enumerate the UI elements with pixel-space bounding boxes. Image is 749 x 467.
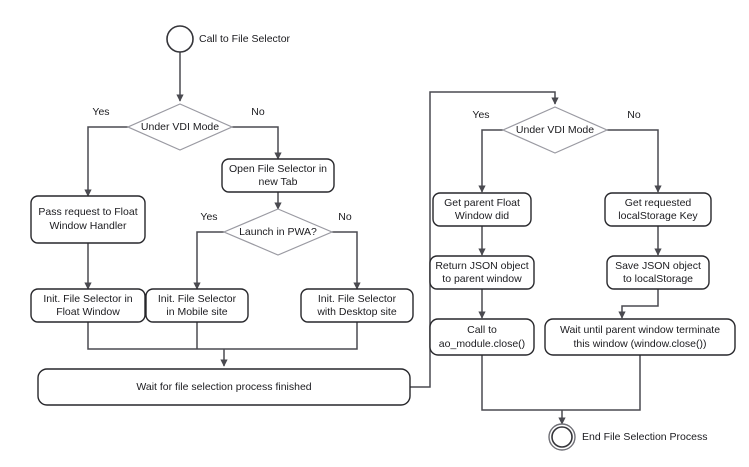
- edge-label-vdi-right-no: No: [627, 109, 641, 121]
- node-get-parent-float-label-line2: Window did: [455, 210, 509, 222]
- node-end-label: End File Selection Process: [582, 431, 707, 443]
- edge-initdesktop-to-wait: [224, 322, 358, 350]
- node-call-close[interactable]: [429, 318, 535, 356]
- node-pass-request-label-line2: Window Handler: [49, 220, 127, 232]
- node-vdi-right[interactable]: [501, 106, 609, 154]
- node-save-json-label-line2: to localStorage: [623, 273, 693, 285]
- node-init-mobile[interactable]: [145, 288, 249, 323]
- node-launch-pwa-label: Launch in PWA?: [239, 226, 317, 238]
- edge-vdi-left-yes: [84, 126, 128, 197]
- edge-callclose-to-end: [481, 355, 562, 411]
- edge-vdi-right-yes: [478, 129, 503, 193]
- node-start-label: Call to File Selector: [199, 33, 291, 45]
- node-wait-selection[interactable]: [37, 368, 411, 406]
- node-get-parent-float[interactable]: [432, 192, 532, 227]
- node-call-close-label-line1: Call to: [467, 324, 497, 336]
- node-get-localstorage-key[interactable]: [604, 192, 712, 227]
- edge-savejson-to-waitterminate: [618, 289, 659, 319]
- node-init-float-label-line1: Init. File Selector in: [43, 293, 132, 305]
- node-pass-request[interactable]: [30, 195, 146, 244]
- edge-label-pwa-no: No: [338, 211, 352, 223]
- node-launch-pwa[interactable]: [222, 208, 334, 256]
- node-return-json[interactable]: [429, 255, 535, 290]
- node-init-mobile-label-line1: Init. File Selector: [158, 293, 237, 305]
- node-pass-request-label-line1: Pass request to Float: [38, 206, 137, 218]
- node-init-desktop[interactable]: [300, 288, 414, 323]
- node-return-json-label-line2: to parent window: [442, 273, 522, 285]
- node-open-new-tab[interactable]: [221, 158, 335, 193]
- edge-vdi-right-no: [607, 129, 662, 193]
- node-wait-terminate[interactable]: [544, 318, 736, 356]
- edge-wait-to-vdi-right: [410, 91, 559, 388]
- edge-waitterminate-to-end: [562, 355, 641, 411]
- node-start[interactable]: [166, 25, 194, 53]
- node-wait-terminate-label-line2: this window (window.close()): [573, 338, 706, 350]
- node-wait-terminate-label-line1: Wait until parent window terminate: [560, 324, 720, 336]
- edge-label-pwa-yes: Yes: [200, 211, 217, 223]
- node-call-close-label-line2: ao_module.close(): [439, 338, 525, 350]
- node-vdi-right-label: Under VDI Mode: [516, 124, 594, 136]
- edge-initfloat-to-wait: [87, 322, 224, 350]
- node-open-new-tab-label-line1: Open File Selector in: [229, 163, 327, 175]
- node-get-localstorage-key-label-line1: Get requested: [625, 197, 692, 209]
- node-get-parent-float-label-line1: Get parent Float: [444, 197, 520, 209]
- node-init-desktop-label-line1: Init. File Selector: [318, 293, 397, 305]
- node-open-new-tab-label-line2: new Tab: [259, 176, 298, 188]
- edge-label-vdi-right-yes: Yes: [472, 109, 489, 121]
- edge-label-vdi-left-no: No: [251, 106, 265, 118]
- node-init-float[interactable]: [30, 288, 146, 323]
- node-init-mobile-label-line2: in Mobile site: [166, 306, 227, 318]
- edge-pwa-yes: [193, 231, 224, 290]
- node-wait-selection-label: Wait for file selection process finished: [136, 381, 311, 393]
- node-save-json[interactable]: [606, 255, 710, 290]
- edge-vdi-left-no: [232, 126, 282, 160]
- node-get-localstorage-key-label-line2: localStorage Key: [618, 210, 698, 222]
- edge-pwa-no: [332, 231, 361, 290]
- edge-label-vdi-left-yes: Yes: [92, 106, 109, 118]
- node-vdi-left[interactable]: [126, 103, 234, 151]
- node-end[interactable]: [551, 426, 573, 448]
- node-save-json-label-line1: Save JSON object: [615, 260, 701, 272]
- node-vdi-left-label: Under VDI Mode: [141, 121, 219, 133]
- node-init-desktop-label-line2: with Desktop site: [316, 306, 397, 318]
- node-return-json-label-line1: Return JSON object: [435, 260, 528, 272]
- node-init-float-label-line2: Float Window: [56, 306, 120, 318]
